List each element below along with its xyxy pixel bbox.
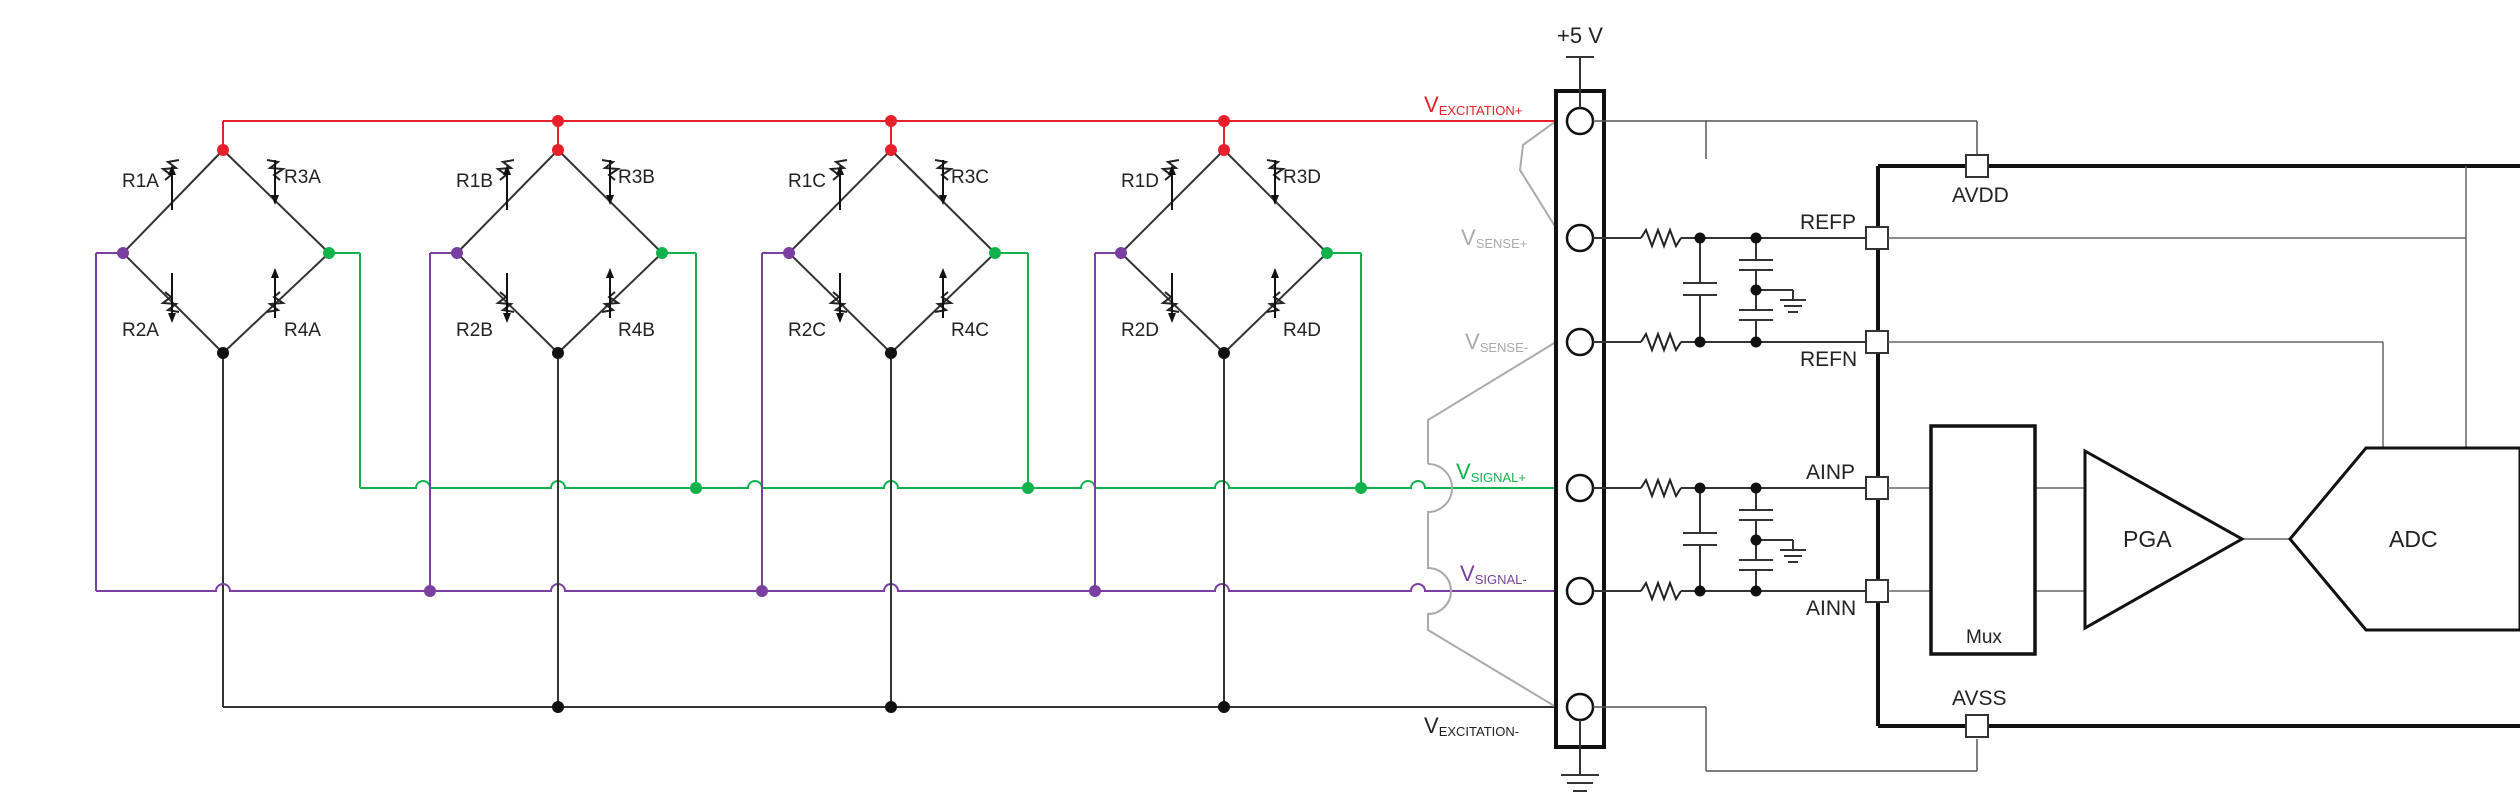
pga-label: PGA <box>2123 526 2172 552</box>
pga-block <box>2083 448 2246 631</box>
r1d-label: R1D <box>1121 171 1159 192</box>
input-filter-network <box>1593 120 1978 772</box>
pin-ainn: AINN <box>1806 597 1856 620</box>
r2b-label: R2B <box>456 320 493 341</box>
r1c-label: R1C <box>788 171 826 192</box>
label-sense-pos: VSENSE+ <box>1461 225 1527 251</box>
label-signal-neg: VSIGNAL- <box>1460 561 1527 587</box>
label-signal-pos: VSIGNAL+ <box>1456 459 1526 485</box>
r1b-label: R1B <box>456 171 493 192</box>
ground-symbol <box>1561 720 1599 792</box>
label-sense-neg: VSENSE- <box>1465 329 1528 355</box>
pin-ainp: AINP <box>1806 461 1855 484</box>
r3d-label: R3D <box>1283 167 1321 188</box>
r4a-label: R4A <box>284 320 321 341</box>
adc-label: ADC <box>2389 526 2438 552</box>
label-excitation-pos: VEXCITATION+ <box>1424 92 1522 118</box>
r2a-label: R2A <box>122 320 159 341</box>
r3b-label: R3B <box>618 167 655 188</box>
r2c-label: R2C <box>788 320 826 341</box>
bridge-a: R1A R3A R2A R4A <box>95 144 361 591</box>
pin-refn: REFN <box>1800 348 1857 371</box>
mux-block <box>1929 424 2037 656</box>
r3a-label: R3A <box>284 167 321 188</box>
signal-pos-bus <box>360 480 1556 489</box>
r3c-label: R3C <box>951 167 989 188</box>
sense-neg-hop <box>1427 463 1557 708</box>
sense-neg-line <box>1427 341 1557 464</box>
bridge-c: R1C R3C R2C R4C <box>756 115 1034 713</box>
r1a-label: R1A <box>122 171 159 192</box>
signal-neg-bus <box>96 583 1556 592</box>
r4b-label: R4B <box>618 320 655 341</box>
adc-block <box>2288 446 2520 632</box>
r2d-label: R2D <box>1121 320 1159 341</box>
bridge-b: R1B R3B R2B R4B <box>424 115 702 713</box>
bridge-d: R1D R3D R2D R4D <box>1089 115 1367 713</box>
sense-pos-loop <box>1518 120 1557 229</box>
pin-avss: AVSS <box>1952 687 2006 710</box>
terminal-connector <box>1554 89 1606 749</box>
pin-avdd: AVDD <box>1952 184 2009 207</box>
adc-device: AVDD REFP REFN AINP AINN AVSS Mux PGA AD… <box>1800 154 2520 738</box>
mux-label: Mux <box>1966 627 2002 648</box>
r4c-label: R4C <box>951 320 989 341</box>
r4d-label: R4D <box>1283 320 1321 341</box>
label-excitation-neg: VEXCITATION- <box>1424 713 1519 739</box>
pin-refp: REFP <box>1800 211 1856 234</box>
supply-label: +5 V <box>1557 23 1603 48</box>
